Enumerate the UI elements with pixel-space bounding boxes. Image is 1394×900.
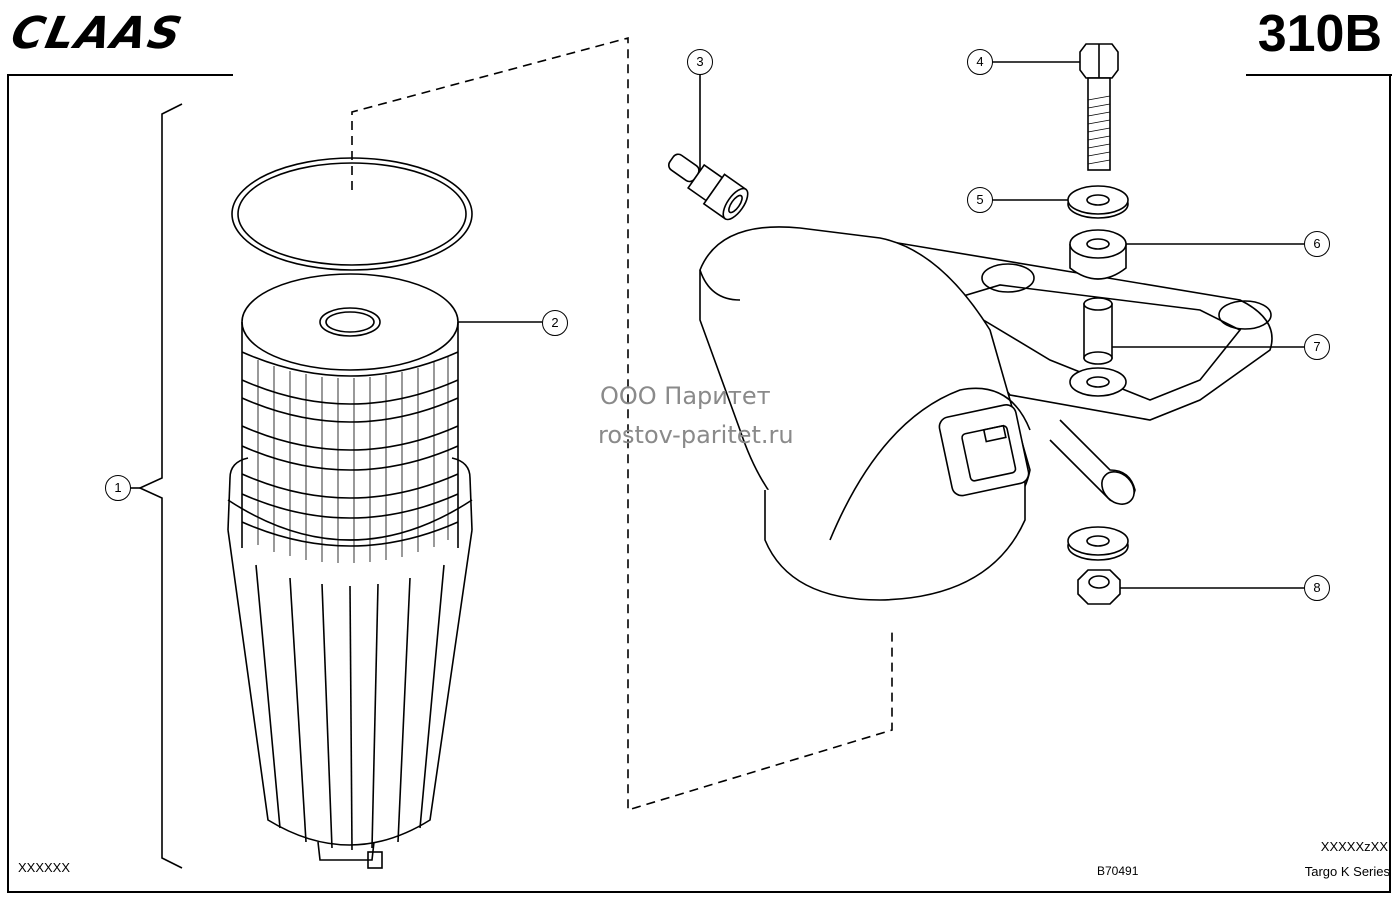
o-ring-seal xyxy=(231,157,473,271)
header-rule-right xyxy=(1246,74,1392,76)
header-rule-left xyxy=(7,74,233,76)
watermark-url: rostov-paritet.ru xyxy=(598,421,794,449)
callout-4: 4 xyxy=(967,49,993,75)
assembly-line xyxy=(351,36,893,812)
watermark-company: ООО Паритет xyxy=(600,382,771,410)
hose-fitting xyxy=(667,153,749,221)
model-number: 310B xyxy=(1257,5,1382,63)
callout-6: 6 xyxy=(1304,231,1330,257)
callout-7: 7 xyxy=(1304,334,1330,360)
callout-3: 3 xyxy=(687,49,713,75)
group-bracket xyxy=(138,103,183,869)
callout-2: 2 xyxy=(542,310,568,336)
footer-left-code: XXXXXX xyxy=(18,860,71,875)
filter-head xyxy=(699,226,1273,601)
lower-washer xyxy=(1067,526,1129,561)
flat-washer xyxy=(1067,185,1129,219)
filter-element xyxy=(241,273,459,563)
callout-8: 8 xyxy=(1304,575,1330,601)
drawing-number: B70491 xyxy=(1097,864,1139,878)
filter-bowl xyxy=(227,457,473,869)
hex-bolt xyxy=(1079,43,1119,171)
rubber-mount xyxy=(1069,229,1127,280)
callout-5: 5 xyxy=(967,187,993,213)
footer-right-code: XXXXXzXX xyxy=(1320,839,1388,854)
hex-nut xyxy=(1077,569,1121,605)
drawing-frame xyxy=(7,75,1391,893)
spacer-sleeve xyxy=(1069,297,1127,397)
series-name: Targo K Series xyxy=(1304,864,1390,879)
callout-1: 1 xyxy=(105,475,131,501)
